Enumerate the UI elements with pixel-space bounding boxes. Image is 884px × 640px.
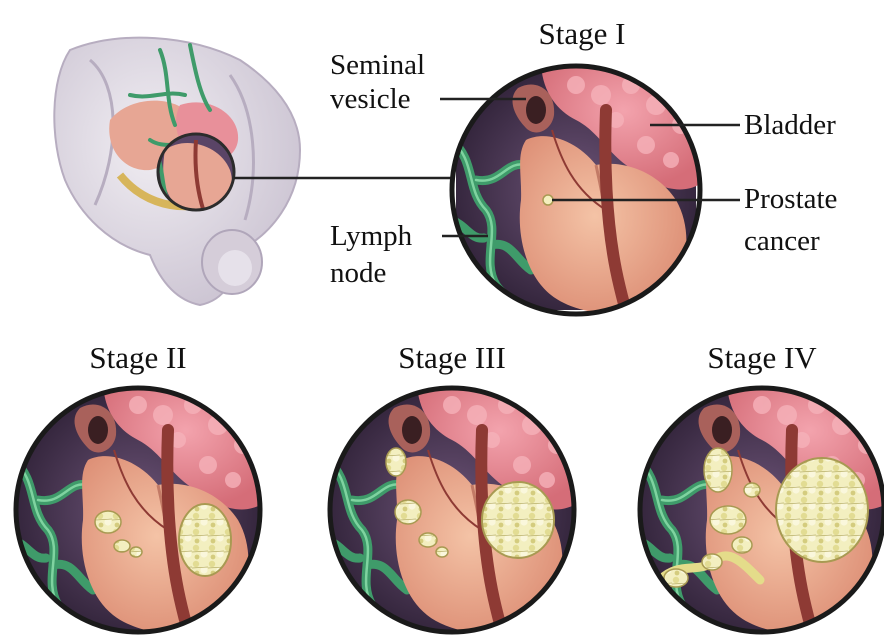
- label-prostate-cancer-line2: cancer: [744, 225, 820, 257]
- label-prostate-cancer-line1: Prostate: [744, 183, 837, 215]
- stage-2-title: Stage II: [89, 340, 186, 375]
- label-seminal-vesicle-line1: Seminal: [330, 49, 425, 81]
- label-seminal-vesicle-line2: vesicle: [330, 83, 411, 115]
- label-lymph-node-line1: Lymph: [330, 220, 413, 252]
- stage-3-section: [327, 378, 582, 635]
- stage-1-section: [451, 58, 706, 320]
- stage-1-tumor: [543, 195, 553, 205]
- label-lymph-node-line2: node: [330, 257, 386, 289]
- stage-2-section: [13, 378, 268, 635]
- stage-4-section: [637, 378, 884, 635]
- stage-4-title: Stage IV: [707, 340, 817, 375]
- body-side-view: [54, 38, 300, 305]
- stage-1-title: Stage I: [539, 16, 626, 51]
- stage-3-title: Stage III: [398, 340, 506, 375]
- label-bladder: Bladder: [744, 109, 836, 141]
